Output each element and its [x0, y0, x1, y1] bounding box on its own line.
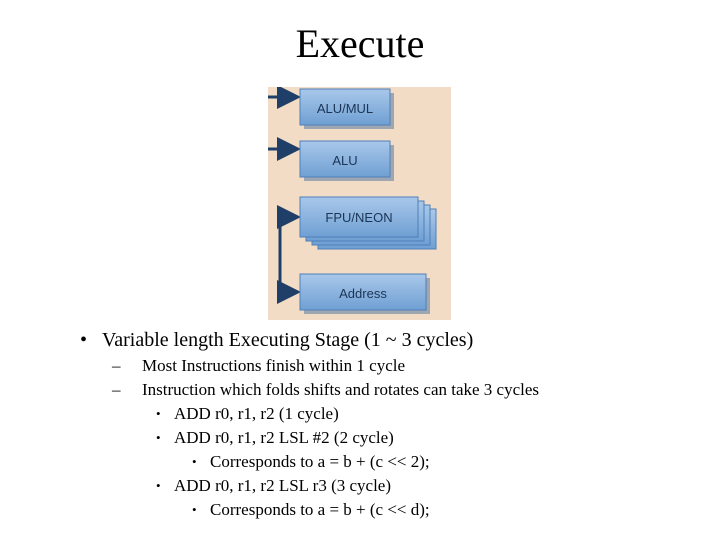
- example-text: ADD r0, r1, r2 (1 cycle): [174, 404, 339, 423]
- bullet-dot: •: [156, 406, 161, 421]
- bullet-list: • Variable length Executing Stage (1 ~ 3…: [80, 326, 700, 522]
- example-bullet: • ADD r0, r1, r2 LSL r3 (3 cycle): [80, 474, 700, 498]
- example-bullet: • ADD r0, r1, r2 LSL #2 (2 cycle): [80, 426, 700, 450]
- example-note: • Corresponds to a = b + (c << 2);: [80, 450, 700, 474]
- bullet-dot: •: [156, 478, 161, 493]
- bullet-dot: •: [156, 430, 161, 445]
- sub-bullet-text: Instruction which folds shifts and rotat…: [142, 380, 540, 399]
- bullet-dot: •: [192, 502, 197, 517]
- unit-address: Address: [299, 273, 430, 314]
- sub-bullet-text: Most Instructions finish within 1 cycle: [142, 356, 406, 375]
- bullet-main-text: Variable length Executing Stage (1 ~ 3 c…: [102, 329, 474, 351]
- execute-units-diagram: ALU/MUL ALU FPU/NEON Address: [268, 87, 451, 320]
- example-text: ADD r0, r1, r2 LSL r3 (3 cycle): [174, 476, 391, 495]
- example-note-text: Corresponds to a = b + (c << d);: [210, 500, 430, 519]
- slide-title: Execute: [295, 21, 425, 66]
- unit-label-fpu-neon: FPU/NEON: [325, 210, 392, 225]
- sub-bullet: – Instruction which folds shifts and rot…: [80, 378, 700, 402]
- sub-bullet: – Most Instructions finish within 1 cycl…: [80, 354, 700, 378]
- arrow-fpu-neon: [277, 205, 301, 292]
- bullet-dash: –: [112, 356, 121, 375]
- bullet-dot: •: [80, 329, 88, 351]
- bullet-dot: •: [192, 454, 197, 469]
- connector-lines: [268, 87, 301, 304]
- execute-units-svg: ALU/MUL ALU FPU/NEON Address: [268, 87, 437, 314]
- example-bullet: • ADD r0, r1, r2 (1 cycle): [80, 402, 700, 426]
- unit-label-address: Address: [339, 286, 387, 301]
- unit-alu-mul: ALU/MUL: [299, 88, 394, 129]
- unit-alu: ALU: [299, 140, 394, 181]
- bullet-main: • Variable length Executing Stage (1 ~ 3…: [80, 326, 700, 354]
- example-text: ADD r0, r1, r2 LSL #2 (2 cycle): [174, 428, 394, 447]
- unit-label-alu: ALU: [332, 153, 357, 168]
- unit-label-alu-mul: ALU/MUL: [317, 101, 373, 116]
- bullet-dash: –: [112, 380, 121, 399]
- example-note-text: Corresponds to a = b + (c << 2);: [210, 452, 430, 471]
- unit-fpu-neon: FPU/NEON: [299, 196, 437, 250]
- example-note: • Corresponds to a = b + (c << d);: [80, 498, 700, 522]
